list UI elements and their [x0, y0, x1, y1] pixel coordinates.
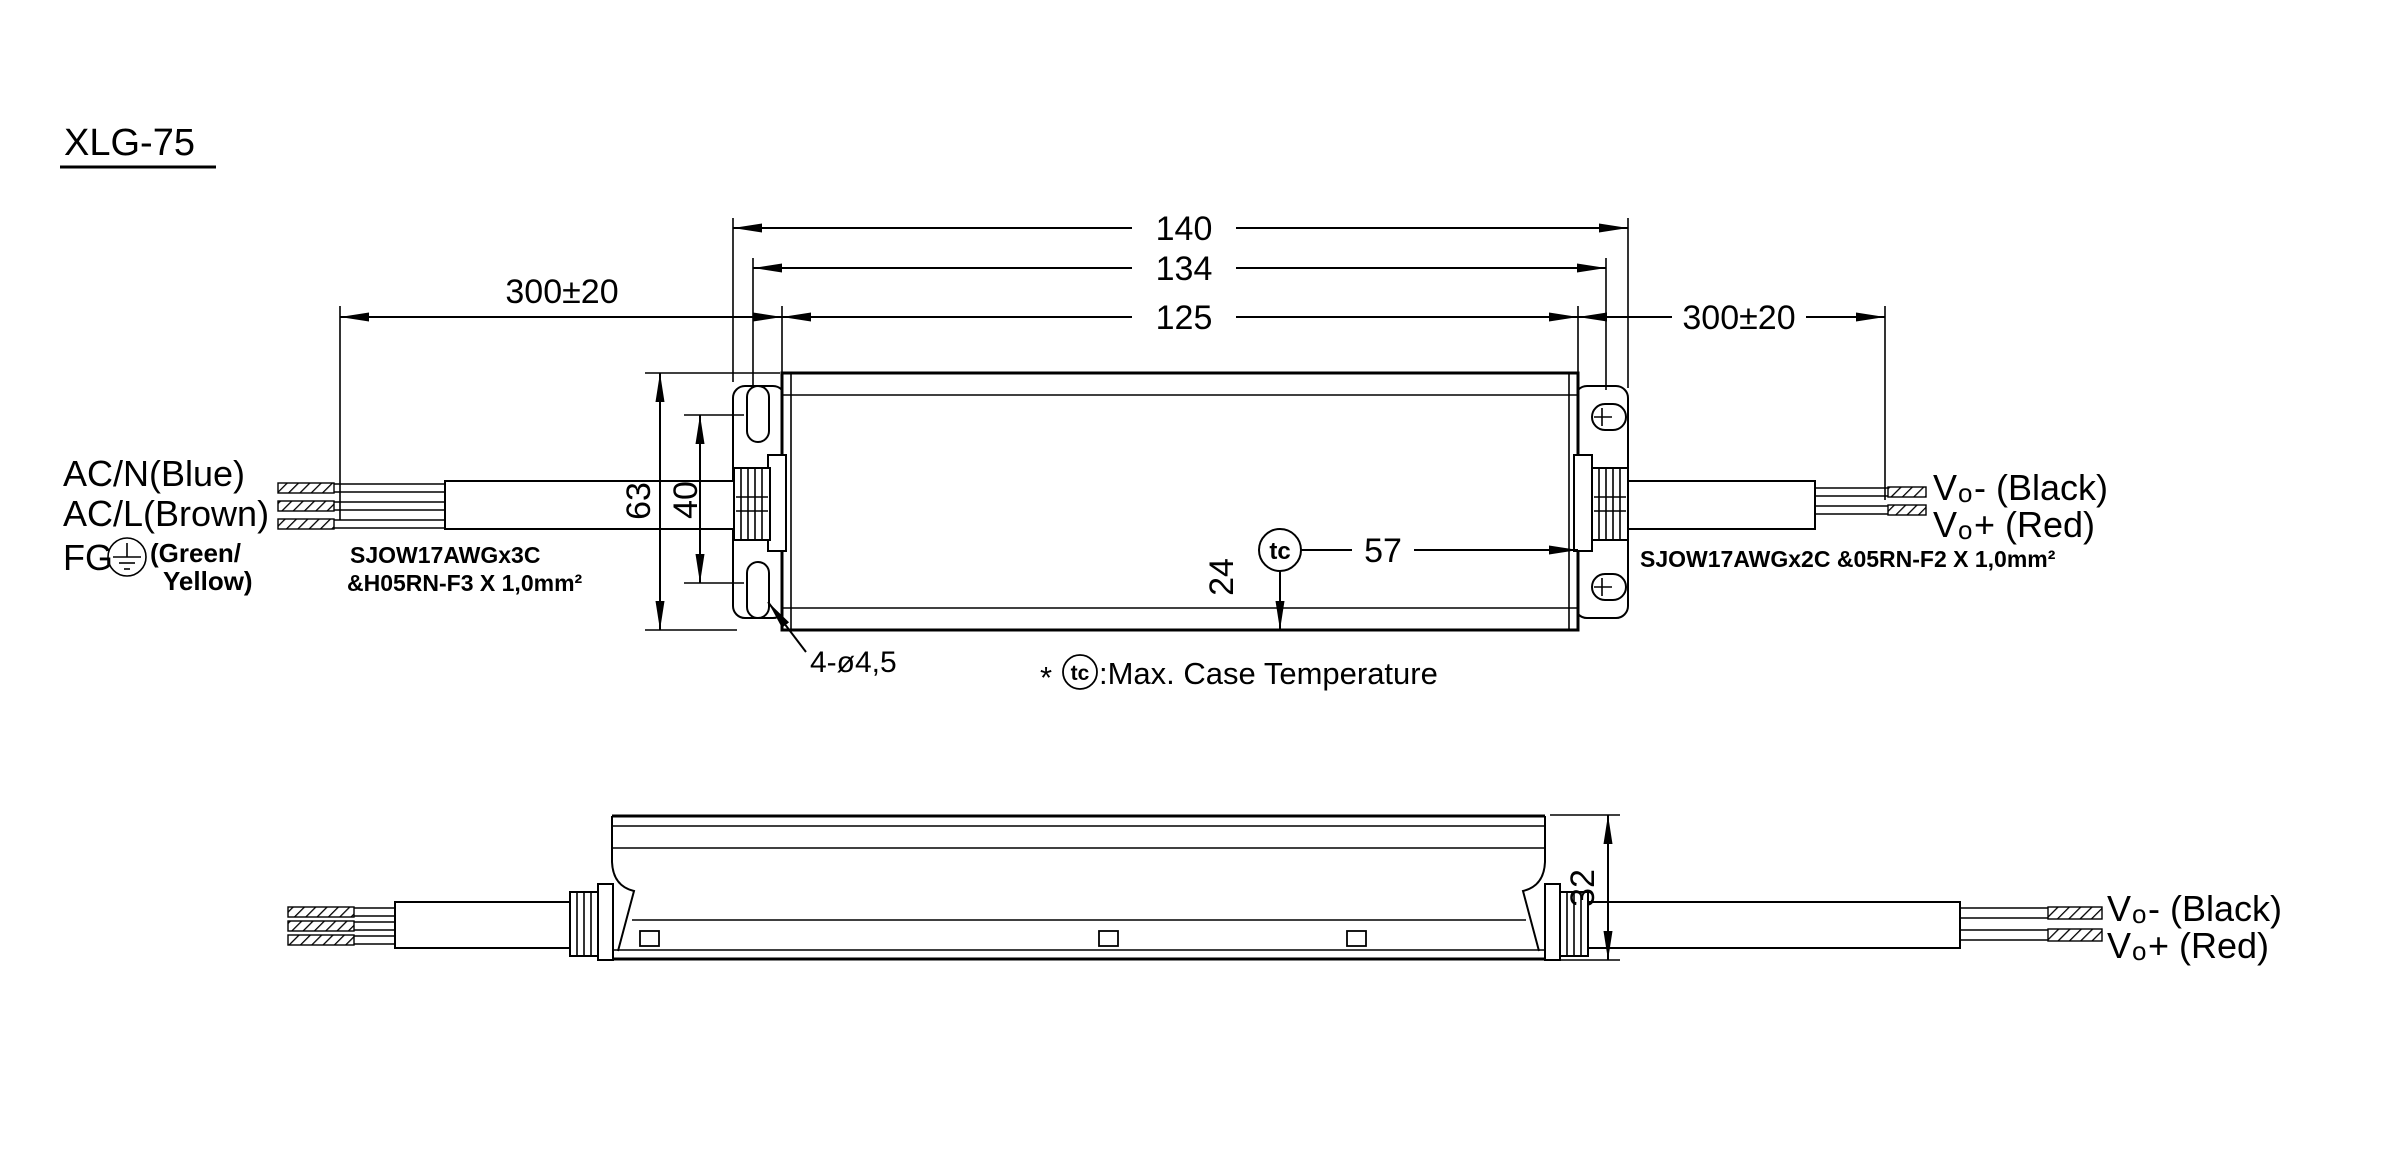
right-gland-body — [1591, 467, 1629, 541]
dim-overall-length: 140 — [733, 210, 1628, 248]
fg-color-top: (Green/ — [150, 538, 241, 568]
bottom-slot — [1098, 930, 1119, 947]
vo-pos-rest: + (Red) — [1974, 504, 2095, 545]
side-output-jacket — [1587, 901, 1961, 949]
tc-footnote: * tc :Max. Case Temperature — [1040, 654, 1438, 695]
dim-134-text: 134 — [1156, 250, 1213, 288]
bottom-slot — [1346, 930, 1367, 947]
tc-symbol: tc — [1269, 538, 1290, 565]
vo-neg-rest-side: - (Black) — [2148, 888, 2282, 929]
dim-300-left-text: 300±20 — [505, 273, 618, 311]
left-gland-body — [733, 467, 771, 541]
drawing-title-block: XLG-75 — [60, 122, 216, 169]
dim-output-cable-length: 300±20 — [1578, 299, 1885, 337]
dim-slot-span: 40 — [667, 414, 744, 584]
fg-color-bottom: Yellow) — [163, 566, 253, 596]
dim-tc-from-right: 57 — [1301, 532, 1578, 570]
dim-40-text: 40 — [667, 481, 705, 519]
fg-label: FG — [63, 537, 113, 578]
dim-tc-from-bottom: 24 — [1203, 558, 1285, 630]
vo-neg-label: V — [1933, 467, 1957, 508]
output-wire-negative — [1815, 486, 1927, 498]
side-right-gland-cable — [1544, 883, 2103, 961]
note-tc-symbol: tc — [1071, 662, 1090, 685]
output-wire-labels-side-view: V o - (Black) V o + (Red) — [2107, 888, 2282, 966]
output-cable-top-view — [1627, 480, 1927, 530]
side-left-gland-collar — [597, 883, 614, 961]
bottom-slot — [639, 930, 660, 947]
case-body-top-view — [780, 371, 1580, 632]
vo-neg-rest: - (Black) — [1974, 467, 2108, 508]
dim-57-text: 57 — [1364, 532, 1402, 570]
input-wire-line — [277, 500, 446, 512]
vo-neg-sub: o — [1958, 478, 1972, 508]
left-bracket-bottom-keyhole-slot — [746, 561, 770, 619]
input-wire-ground — [277, 518, 446, 530]
mounting-hole-callout: 4-ø4,5 — [767, 601, 897, 679]
tc-measure-point: tc 57 24 — [1203, 528, 1578, 630]
dim-140-text: 140 — [1156, 210, 1213, 248]
ac-n-label: AC/N(Blue) — [63, 453, 245, 494]
note-text: :Max. Case Temperature — [1099, 656, 1438, 691]
input-cable — [277, 480, 735, 530]
note-tc-circle — [1062, 654, 1098, 690]
input-cable-jacket — [444, 480, 735, 530]
extension-lines — [339, 218, 1886, 520]
dim-24-text: 24 — [1203, 558, 1241, 596]
vo-pos-rest-side: + (Red) — [2148, 925, 2269, 966]
mounting-holes-text: 4-ø4,5 — [810, 646, 897, 679]
output-cable-jacket — [1627, 480, 1816, 530]
input-wire-neutral — [277, 482, 446, 494]
note-asterisk: * — [1040, 660, 1052, 695]
top-view: 140 134 125 300±20 300±20 — [63, 210, 2108, 695]
page-title: XLG-75 — [64, 122, 195, 164]
right-gland-collar — [1573, 454, 1593, 552]
side-input-jacket — [394, 901, 571, 949]
input-cable-spec-line1: SJOW17AWGx3C — [350, 542, 540, 568]
case-body-side-view — [597, 814, 1560, 961]
left-bracket-top-keyhole-slot — [746, 385, 770, 443]
dim-63-text: 63 — [620, 482, 658, 520]
dim-case-height: 63 — [620, 372, 780, 631]
vo-pos-label-side: V — [2107, 925, 2131, 966]
dim-lid-length: 134 — [753, 250, 1606, 288]
side-left-gland-cable — [287, 883, 614, 961]
output-cable-spec: SJOW17AWGx2C &05RN-F2 X 1,0mm² — [1640, 546, 2056, 572]
vo-pos-label: V — [1933, 504, 1957, 545]
dim-300-right-text: 300±20 — [1682, 299, 1795, 337]
output-wire-labels-top-view: V o - (Black) V o + (Red) SJOW17AWGx2C &… — [1640, 467, 2108, 572]
vo-neg-sub-side: o — [2132, 899, 2146, 929]
vo-pos-sub: o — [1958, 515, 1972, 545]
right-cable-gland — [1573, 454, 1629, 552]
dim-125-text: 125 — [1156, 299, 1213, 337]
left-end-bevel — [611, 861, 636, 952]
input-wire-labels: AC/N(Blue) AC/L(Brown) FG (Green/ Yellow… — [63, 453, 583, 596]
side-view: 32 V o - (Black) V o + (Red) — [287, 814, 2282, 966]
left-cable-gland — [733, 454, 787, 552]
ac-l-label: AC/L(Brown) — [63, 493, 269, 534]
vo-pos-sub-side: o — [2132, 936, 2146, 966]
dim-input-cable-length: 300±20 — [340, 273, 782, 322]
side-right-gland-collar — [1544, 883, 1561, 961]
vo-neg-label-side: V — [2107, 888, 2131, 929]
case-outline — [780, 371, 1580, 632]
dim-side-height: 32 — [1550, 814, 1620, 961]
dim-mounting-pitch: 125 — [782, 299, 1578, 337]
right-end-bevel — [1521, 861, 1546, 952]
ground-symbol-icon — [107, 537, 147, 577]
dim-32-text: 32 — [1564, 869, 1602, 907]
output-wire-positive — [1815, 504, 1927, 516]
input-cable-spec-line2: &H05RN-F3 X 1,0mm² — [347, 570, 583, 596]
